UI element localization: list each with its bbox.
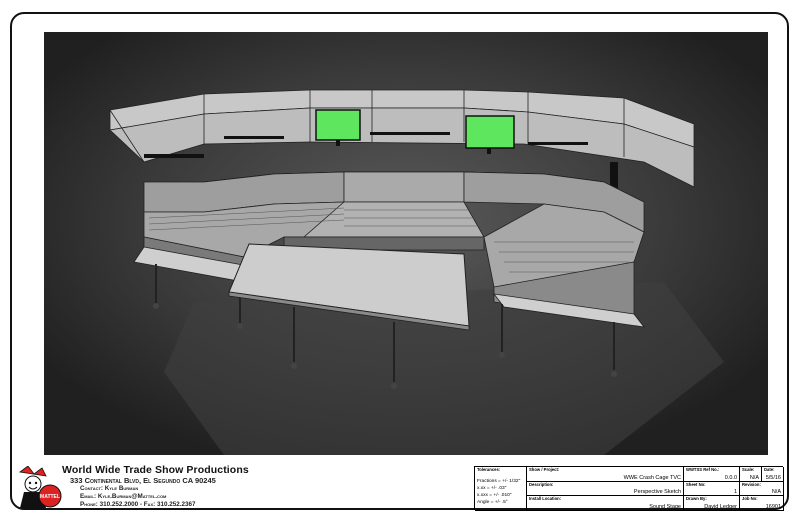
company-address: 333 Continental Blvd, El Segundo CA 9024… — [70, 476, 216, 485]
green-screen-left — [315, 109, 361, 141]
company-contact: Contact: Kyle Burman — [80, 485, 139, 492]
tolerances-cell: Tolerances: Fractions = +/- 1/32" x.xx =… — [475, 467, 527, 511]
company-phone: Phone: 310.252.2000 - Fax: 310.252.2367 — [80, 501, 196, 508]
sheet-no-cell: Sheet No: 1 — [684, 482, 740, 496]
ref-no-cell: WWTSS Ref No.: 0.0.0 — [684, 467, 740, 482]
svg-text:MATTEL: MATTEL — [40, 494, 60, 500]
title-block: Tolerances: Fractions = +/- 1/32" x.xx =… — [474, 466, 784, 511]
company-email: Email: Kyle.Burman@Mattel.com — [80, 493, 167, 500]
job-no-cell: Job No: 16901 — [740, 496, 784, 511]
drawn-by-cell: Drawn By: David Ledger — [684, 496, 740, 511]
date-cell: Date: 5/5/16 — [762, 467, 784, 482]
show-project-value: WWE Crash Cage TVC — [623, 475, 681, 481]
install-location-cell: Install Location: Sound Stage — [527, 496, 684, 511]
description-value: Perspective Sketch — [633, 489, 681, 495]
install-location-value: Sound Stage — [649, 504, 681, 510]
revision-cell: Revision: N/A — [740, 482, 784, 496]
stage-set-3d-sketch — [44, 32, 768, 455]
description-cell: Description: Perspective Sketch — [527, 482, 684, 496]
company-info: MATTEL World Wide Trade Show Productions… — [16, 462, 266, 510]
company-name: World Wide Trade Show Productions — [62, 464, 249, 476]
perspective-render — [44, 32, 768, 455]
mattel-jester-logo-icon: MATTEL — [18, 466, 62, 508]
scale-cell: Scale: N/A — [740, 467, 762, 482]
green-screen-right — [465, 115, 515, 149]
show-project-cell: Show / Project: WWE Crash Cage TVC — [527, 467, 684, 482]
